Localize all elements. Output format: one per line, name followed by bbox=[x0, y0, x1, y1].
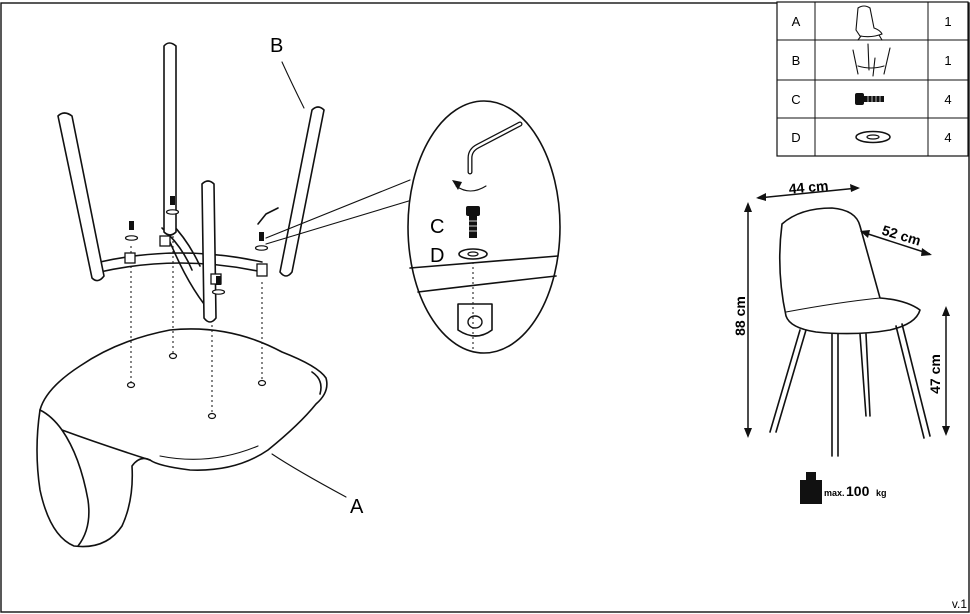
leg-frame-b bbox=[57, 42, 325, 323]
part-id: A bbox=[792, 14, 801, 29]
parts-table: A 1 B 1 C bbox=[776, 1, 969, 157]
washer-icon bbox=[855, 130, 891, 144]
parts-row-a: A 1 bbox=[792, 5, 952, 41]
dim-width: 44 cm bbox=[788, 177, 829, 196]
svg-text:max.: max. bbox=[824, 488, 845, 498]
max-load-badge: max. 100 kg bbox=[800, 472, 887, 504]
detail-callout bbox=[265, 100, 561, 354]
label-bolt: C bbox=[430, 216, 444, 238]
seat-shell-icon bbox=[855, 5, 883, 41]
parts-row-d: D 4 bbox=[791, 130, 951, 145]
load-prefix: max. bbox=[824, 488, 845, 498]
load-value: 100 bbox=[846, 483, 870, 499]
part-id: D bbox=[791, 130, 800, 145]
part-qty: 1 bbox=[944, 53, 951, 68]
load-unit: kg bbox=[876, 488, 887, 498]
part-qty: 4 bbox=[944, 92, 951, 107]
version-label: v.1 bbox=[952, 597, 967, 611]
parts-row-c: C 4 bbox=[791, 92, 951, 107]
weight-icon bbox=[800, 472, 822, 504]
leg-frame-icon bbox=[852, 43, 891, 77]
fastener-set bbox=[124, 196, 279, 295]
dimension-drawing bbox=[744, 184, 950, 457]
parts-row-b: B 1 bbox=[792, 43, 952, 77]
dim-seat-height: 47 cm bbox=[927, 354, 943, 394]
label-washer: D bbox=[430, 245, 444, 267]
part-qty: 4 bbox=[944, 130, 951, 145]
label-seat: A bbox=[350, 496, 364, 518]
seat-shell-a bbox=[36, 328, 328, 548]
bolt-icon bbox=[855, 93, 884, 105]
part-qty: 1 bbox=[944, 14, 951, 29]
dim-height: 88 cm bbox=[732, 296, 748, 336]
part-id: B bbox=[792, 53, 801, 68]
part-id: C bbox=[791, 92, 800, 107]
bolt-detail-icon bbox=[466, 206, 480, 216]
hex-key-icon bbox=[257, 207, 279, 225]
label-legs: B bbox=[270, 35, 283, 57]
